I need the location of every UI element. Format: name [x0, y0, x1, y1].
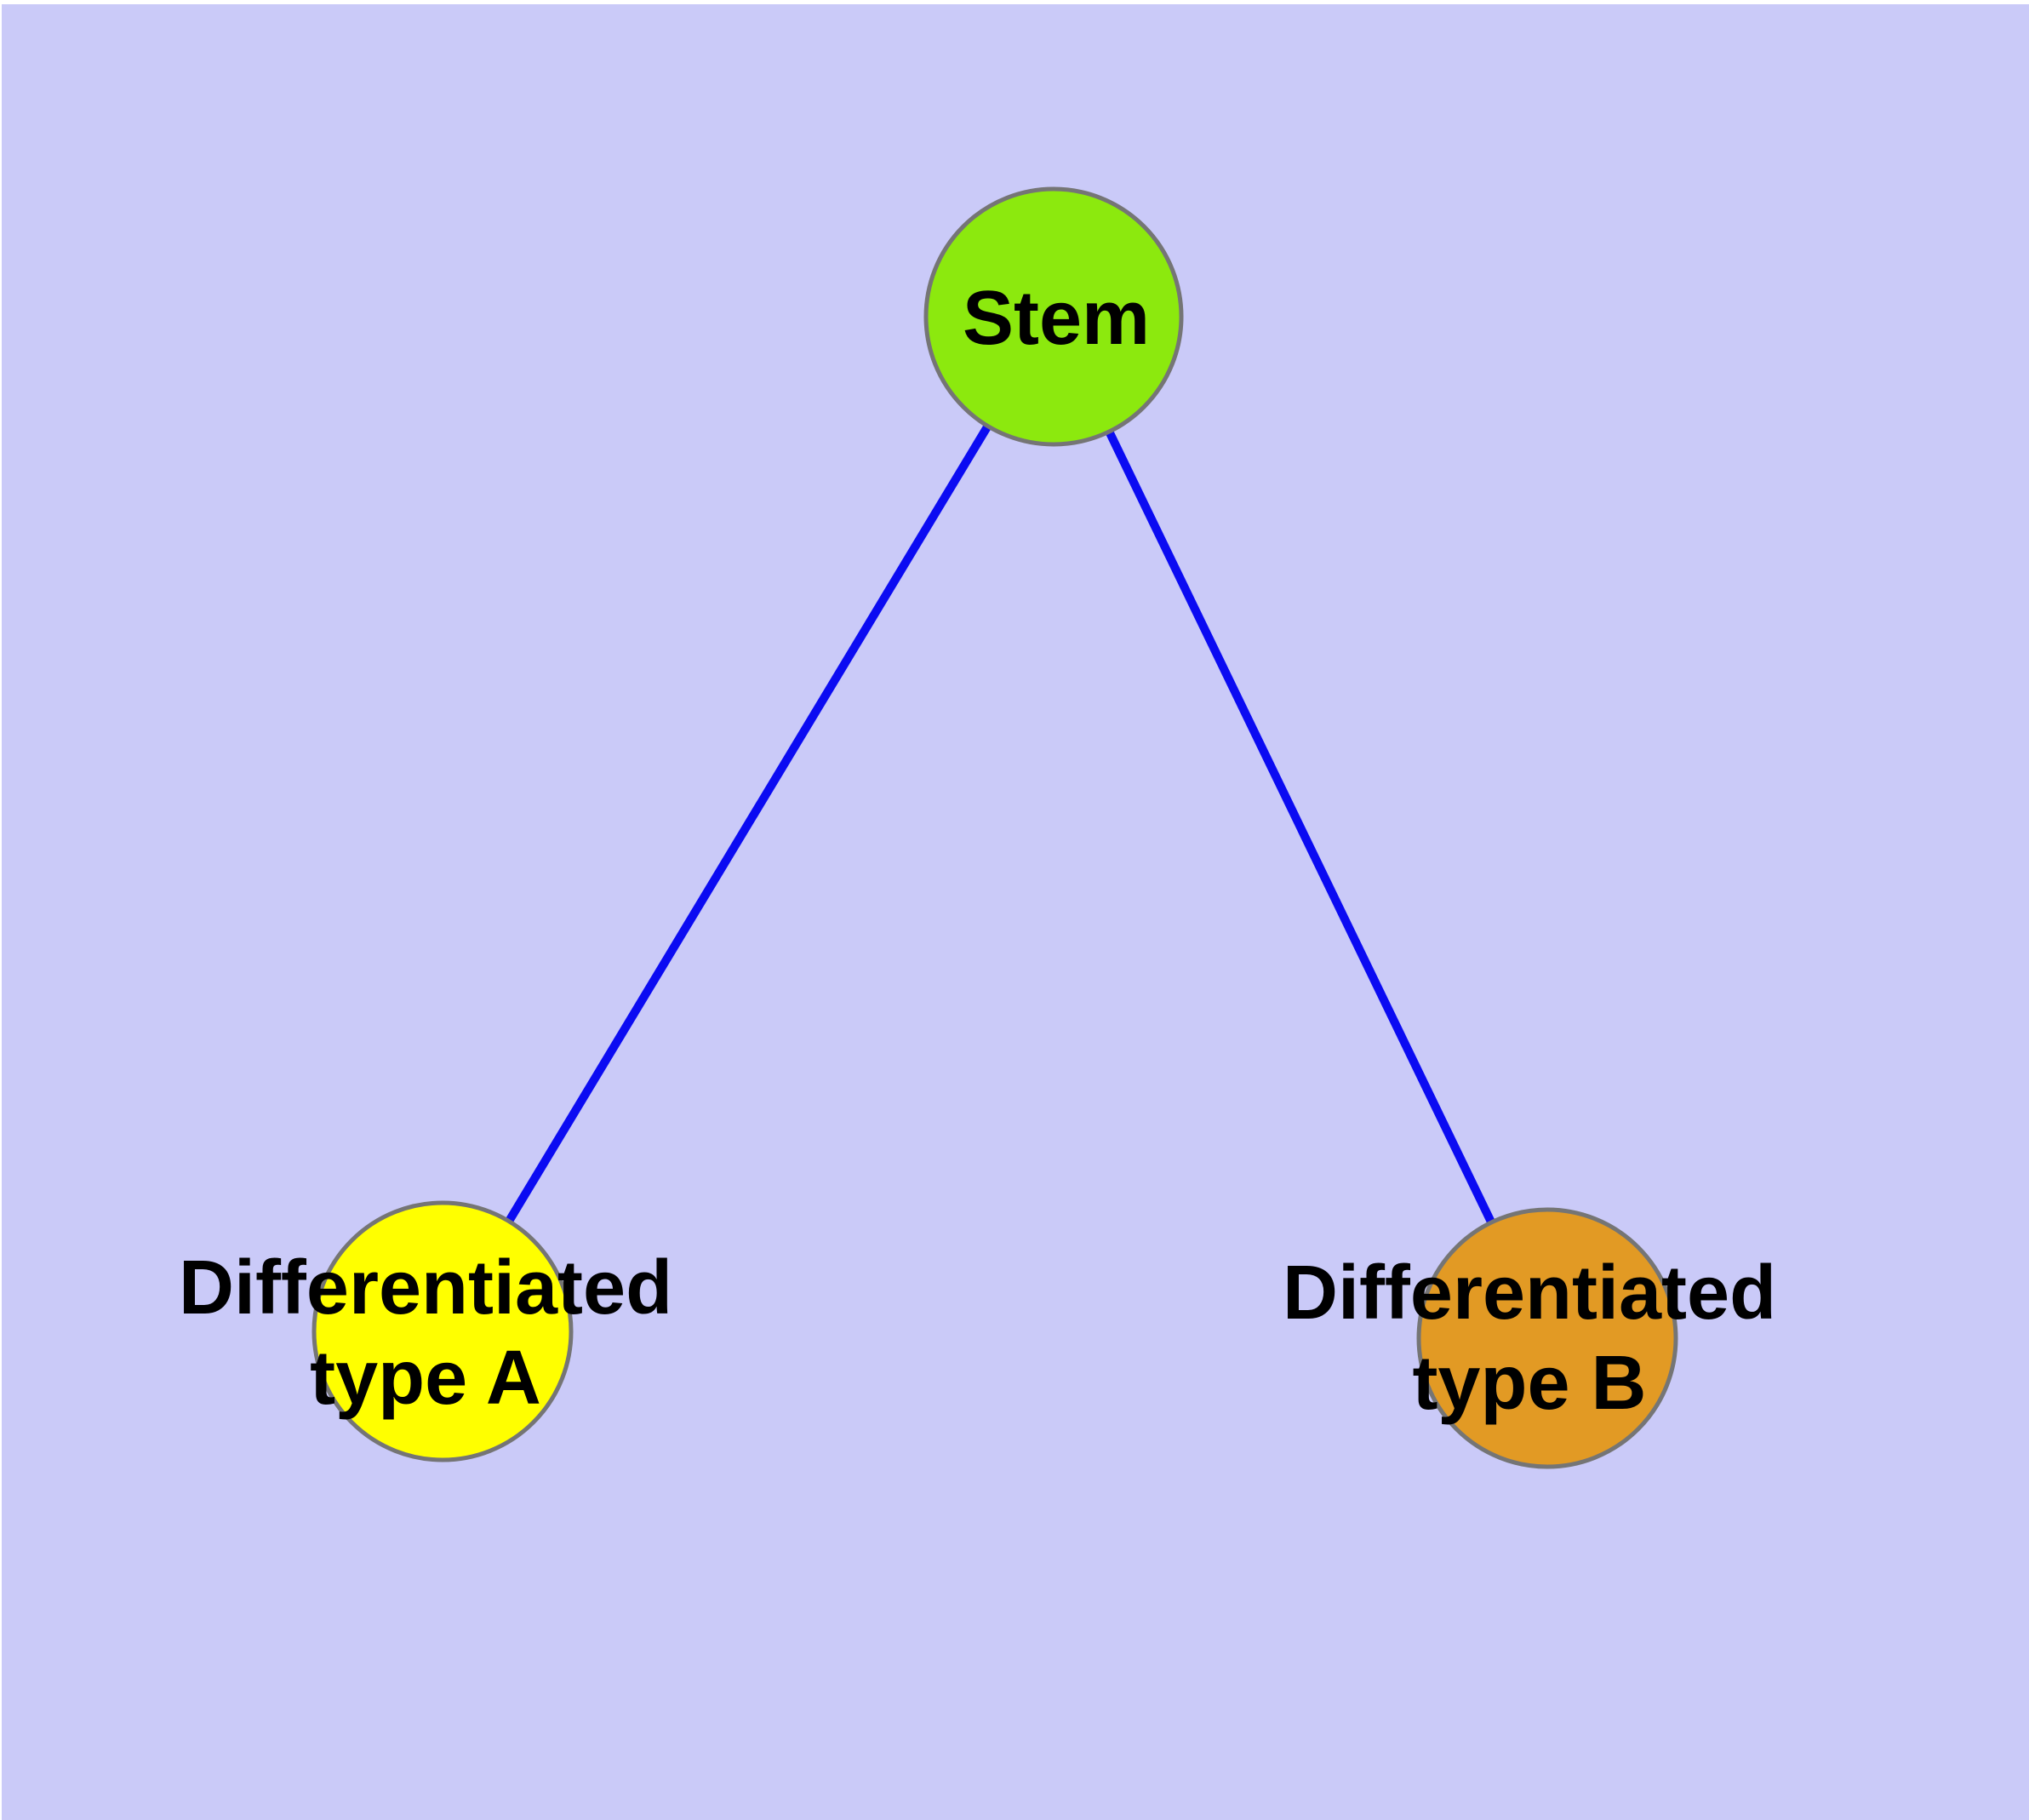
- node-differentiated-type-a: [311, 1200, 574, 1462]
- node-differentiated-type-b: [1416, 1207, 1678, 1469]
- edge-stem-to-type-a: [438, 314, 1058, 1334]
- edge-stem-to-type-b: [1049, 314, 1552, 1341]
- node-stem: [923, 186, 1184, 447]
